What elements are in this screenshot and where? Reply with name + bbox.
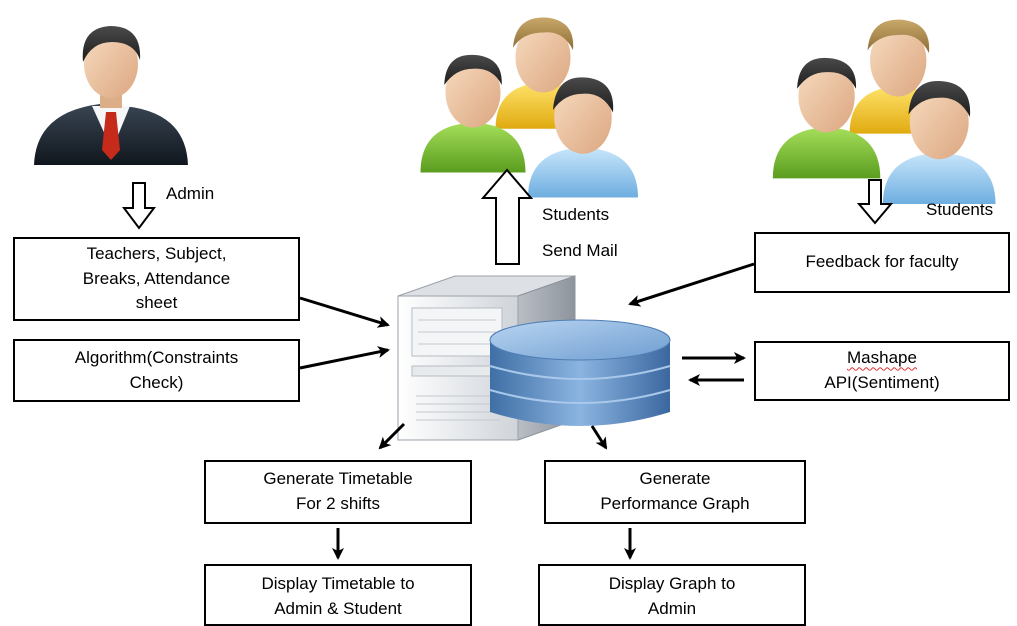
- disp-timetable-line-2: Admin & Student: [274, 598, 402, 618]
- disp-graph-line-1: Display Graph to: [608, 574, 736, 593]
- arrow-server-to-gen-timetable: [378, 422, 406, 450]
- arrow-db-to-gen-graph: [590, 425, 608, 450]
- gen-graph-line-2: Performance Graph: [600, 494, 750, 513]
- gen-timetable-line-1: Generate Timetable: [263, 469, 413, 489]
- teachers-line-3: sheet: [135, 293, 178, 313]
- students-right-label: Students: [926, 200, 994, 219]
- database-icon: [489, 319, 671, 426]
- arrow-teachers-to-server: [299, 296, 390, 328]
- algorithm-box: Algorithm(Constraints Check): [13, 339, 300, 402]
- mashape-box: Mashape API(Sentiment): [754, 341, 1010, 401]
- admin-label: Admin: [166, 184, 215, 203]
- display-graph-box: Display Graph to Admin: [538, 564, 806, 626]
- admin-down-arrow: [122, 182, 156, 230]
- admin-person-icon: [34, 26, 188, 165]
- students-right-down-arrow: [856, 179, 894, 225]
- gen-timetable-line-2: For 2 shifts: [295, 494, 381, 513]
- connector-arrows: [299, 262, 755, 560]
- disp-timetable-line-1: Display Timetable to: [261, 574, 415, 593]
- display-timetable-box: Display Timetable to Admin & Student: [204, 564, 472, 626]
- generate-timetable-box: Generate Timetable For 2 shifts: [204, 460, 472, 524]
- mashape-line-2: API(Sentiment): [824, 373, 940, 392]
- teachers-subject-box: Teachers, Subject, Breaks, Attendance sh…: [13, 237, 300, 321]
- arrow-algorithm-to-server: [299, 346, 390, 370]
- disp-graph-line-2: Admin: [647, 598, 697, 618]
- mashape-line-1: Mashape: [847, 348, 917, 368]
- teachers-line-1: Teachers, Subject,: [86, 244, 227, 264]
- students-up-arrow: [480, 168, 534, 265]
- generate-graph-box: Generate Performance Graph: [544, 460, 806, 524]
- feedback-box: Feedback for faculty: [754, 232, 1010, 293]
- arrow-feedback-to-server: [628, 262, 755, 307]
- teachers-line-2: Breaks, Attendance: [82, 268, 231, 288]
- student-group-top-icon: [420, 17, 638, 198]
- feedback-line-1: Feedback for faculty: [805, 252, 959, 272]
- student-group-right-icon: [772, 19, 996, 205]
- gen-graph-line-1: Generate: [639, 469, 711, 489]
- algorithm-line-2: Check): [129, 372, 184, 392]
- algorithm-line-1: Algorithm(Constraints: [74, 347, 239, 367]
- students-top-label: Students: [542, 205, 610, 224]
- send-mail-label: Send Mail: [542, 241, 618, 260]
